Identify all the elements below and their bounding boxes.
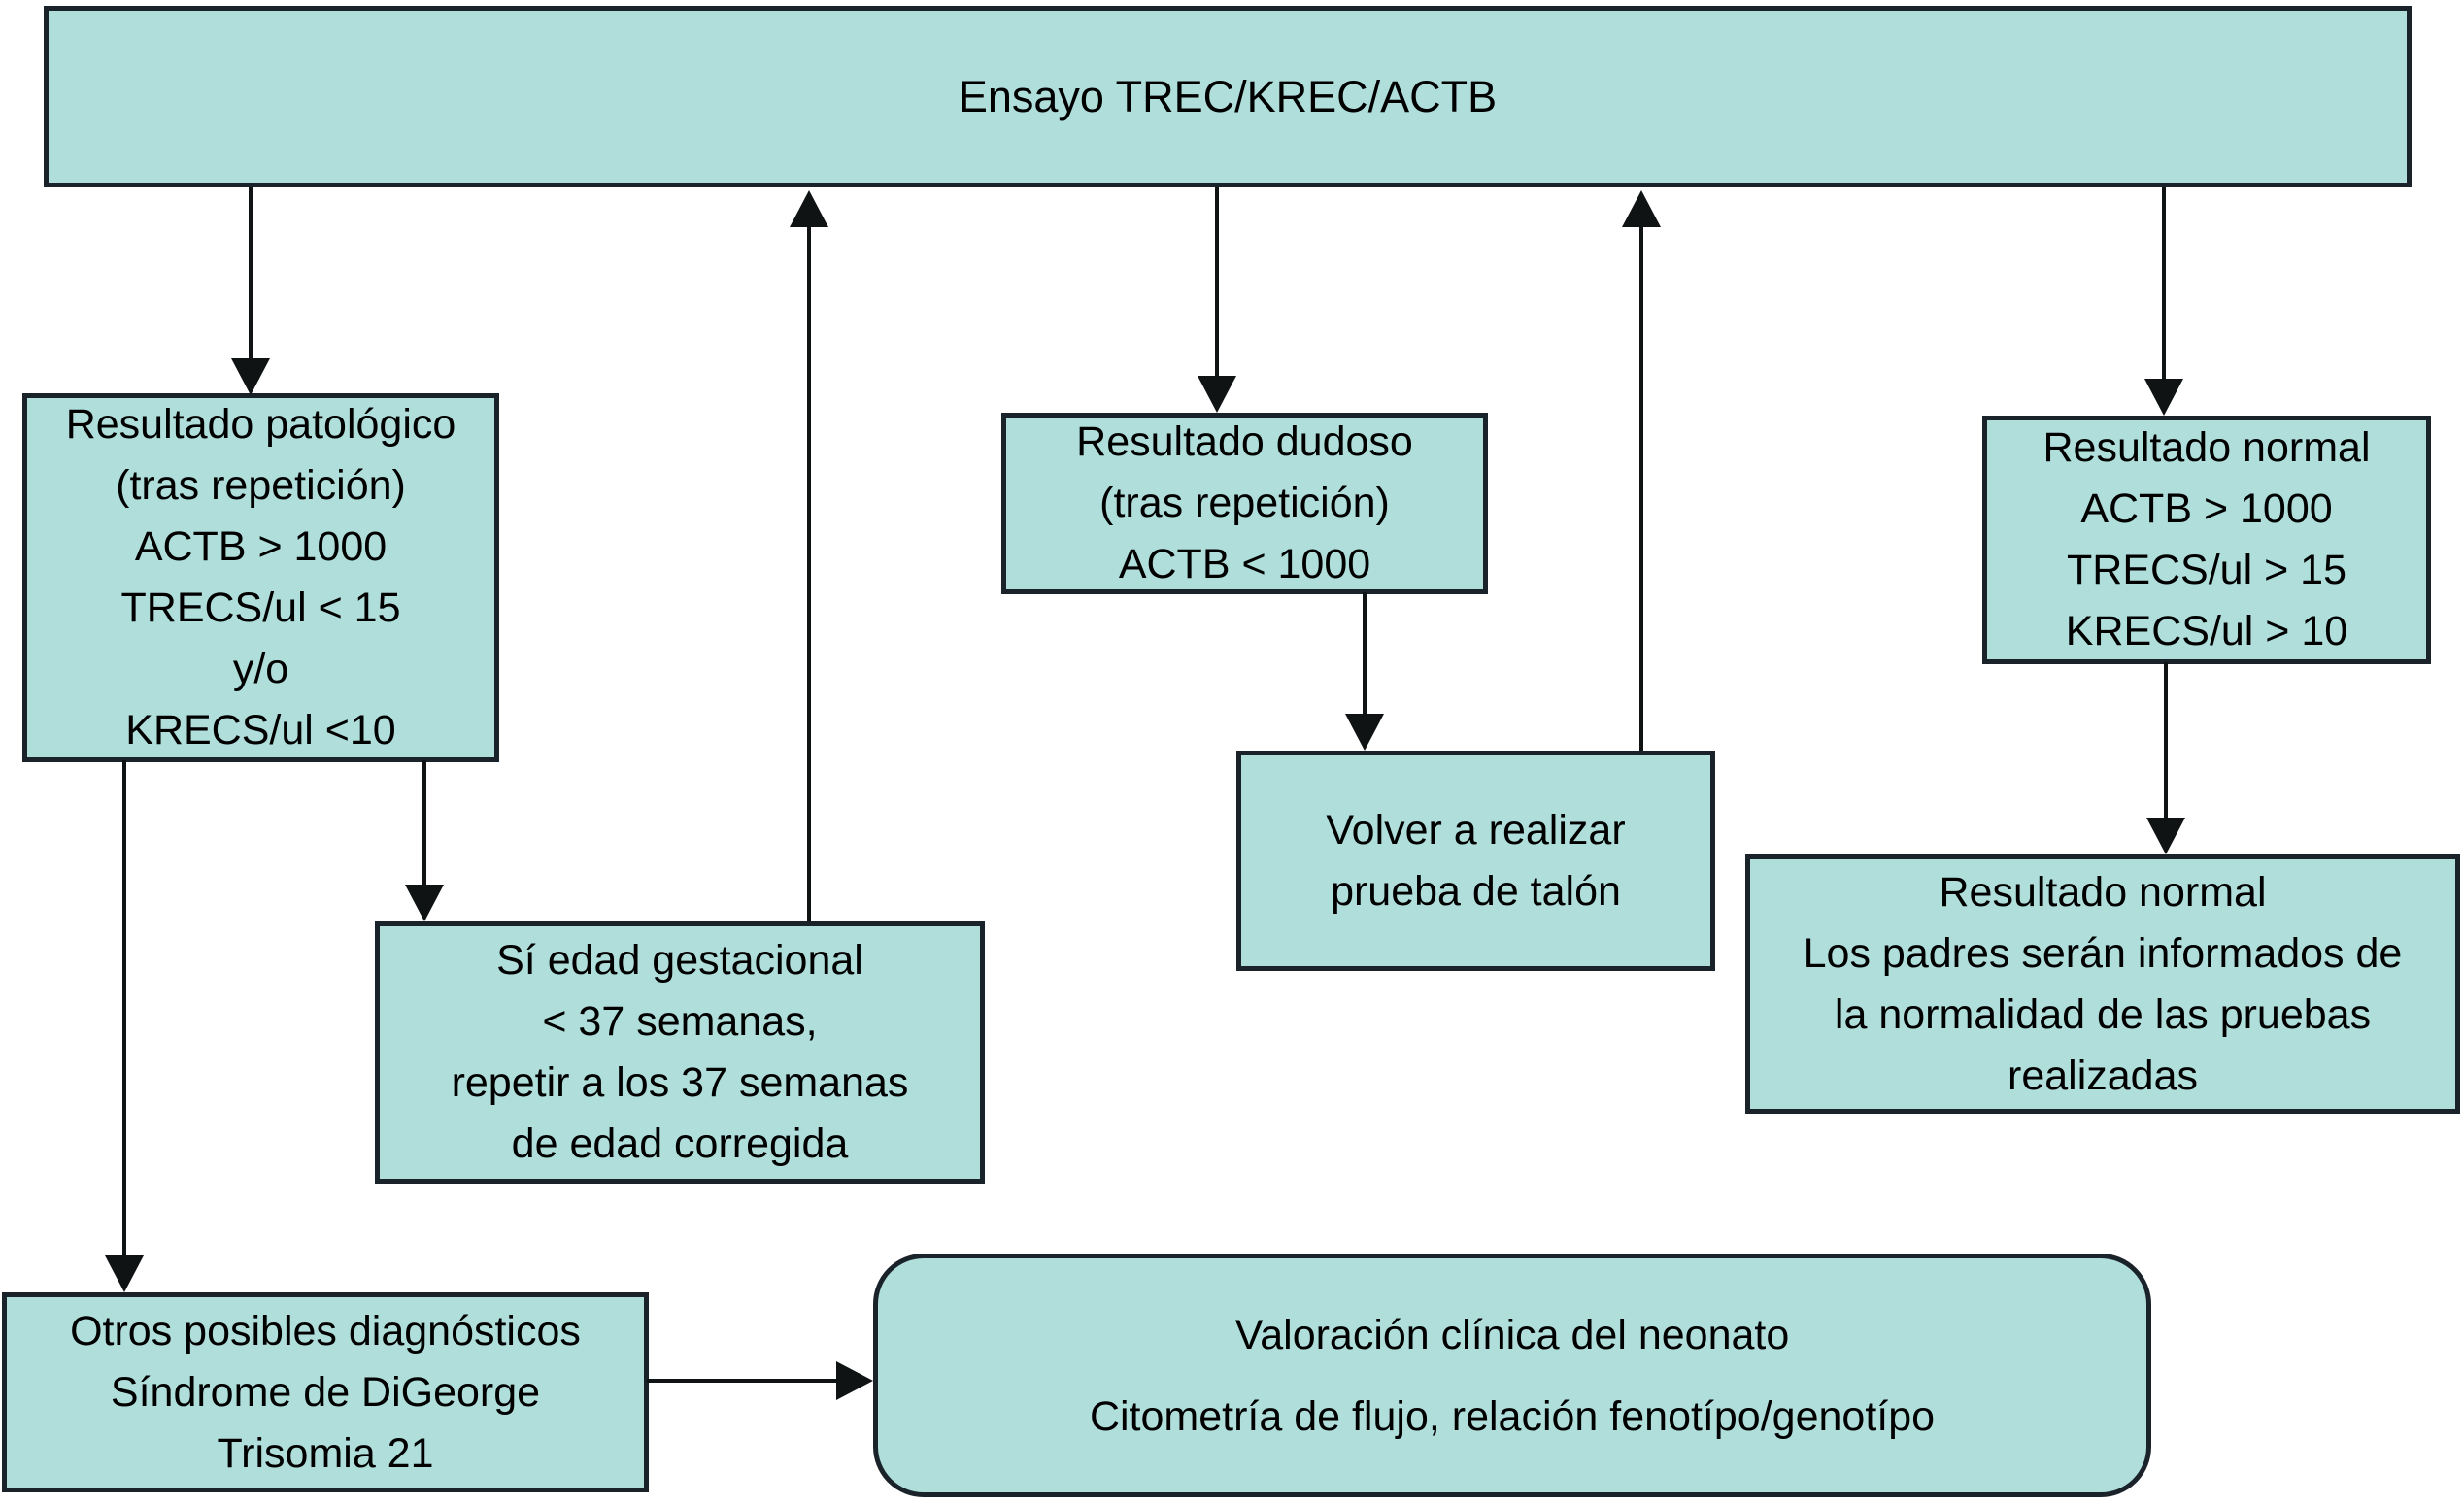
node-text-line: < 37 semanas, bbox=[542, 998, 818, 1045]
arrow-line bbox=[1639, 225, 1643, 751]
node-assay-title: Ensayo TREC/KREC/ACTB bbox=[44, 6, 2412, 187]
node-text-line: (tras repetición) bbox=[1099, 480, 1390, 526]
node-text-line: Los padres serán informados de bbox=[1803, 929, 2403, 977]
node-text-line: Otros posibles diagnósticos bbox=[70, 1307, 581, 1354]
node-text-line: de edad corregida bbox=[511, 1120, 849, 1167]
node-text-line: Volver a realizar bbox=[1326, 806, 1626, 853]
arrow-down-icon bbox=[231, 358, 270, 395]
arrow-line bbox=[807, 225, 811, 921]
node-text-line: realizadas bbox=[2008, 1052, 2198, 1099]
node-text-line: repetir a los 37 semanas bbox=[451, 1059, 909, 1106]
arrow-line bbox=[1215, 187, 1219, 376]
arrow-down-icon bbox=[2144, 379, 2183, 416]
node-text-line: ACTB < 1000 bbox=[1118, 541, 1371, 587]
node-text-line: Ensayo TREC/KREC/ACTB bbox=[958, 72, 1498, 121]
node-normal-parents-informed: Resultado normal Los padres serán inform… bbox=[1745, 854, 2460, 1114]
node-text-line: Resultado patológico bbox=[65, 401, 456, 448]
node-gestational-age: Sí edad gestacional < 37 semanas, repeti… bbox=[375, 921, 985, 1184]
node-text-line: TRECS/ul > 15 bbox=[2067, 547, 2346, 593]
arrow-line bbox=[647, 1379, 838, 1383]
node-text-line: Valoración clínica del neonato bbox=[1234, 1311, 1790, 1358]
arrow-line bbox=[122, 760, 126, 1255]
node-text-line: Sí edad gestacional bbox=[496, 937, 863, 984]
arrow-line bbox=[422, 760, 426, 885]
node-text-line: KRECS/ul > 10 bbox=[2065, 608, 2348, 654]
node-text-line: la normalidad de las pruebas bbox=[1834, 990, 2372, 1038]
arrow-down-icon bbox=[405, 885, 444, 921]
arrow-down-icon bbox=[1198, 376, 1236, 413]
node-text-line: (tras repetición) bbox=[116, 462, 406, 509]
arrow-right-icon bbox=[836, 1361, 873, 1400]
node-doubtful-result: Resultado dudoso (tras repetición) ACTB … bbox=[1001, 413, 1488, 594]
arrow-down-icon bbox=[2146, 818, 2185, 854]
node-text-line: Resultado dudoso bbox=[1076, 418, 1413, 465]
node-repeat-heel-test: Volver a realizar prueba de talón bbox=[1236, 751, 1715, 971]
node-text-line: Trisomia 21 bbox=[217, 1429, 434, 1477]
node-text-line: TRECS/ul < 15 bbox=[120, 585, 401, 631]
node-text-line: prueba de talón bbox=[1331, 867, 1621, 915]
node-text-line: Resultado normal bbox=[1939, 868, 2267, 916]
node-normal-result: Resultado normal ACTB > 1000 TRECS/ul > … bbox=[1982, 416, 2431, 664]
arrow-up-icon bbox=[1622, 190, 1661, 227]
arrow-line bbox=[2164, 662, 2168, 818]
arrow-up-icon bbox=[790, 190, 828, 227]
node-text-line: KRECS/ul <10 bbox=[125, 707, 396, 753]
node-text-line: Citometría de flujo, relación fenotípo/g… bbox=[1089, 1392, 1936, 1440]
node-text-line: ACTB > 1000 bbox=[2080, 485, 2333, 532]
node-text-line: Resultado normal bbox=[2042, 424, 2371, 471]
node-pathological-result: Resultado patológico (tras repetición) A… bbox=[22, 393, 499, 762]
node-text-line: y/o bbox=[232, 646, 289, 692]
node-text-line: Síndrome de DiGeorge bbox=[110, 1368, 541, 1416]
arrow-line bbox=[249, 187, 253, 358]
node-text-line: ACTB > 1000 bbox=[134, 523, 388, 570]
arrow-line bbox=[1363, 592, 1367, 714]
arrow-down-icon bbox=[105, 1255, 144, 1292]
node-other-diagnoses: Otros posibles diagnósticos Síndrome de … bbox=[2, 1292, 649, 1492]
node-clinical-evaluation: Valoración clínica del neonato Citometrí… bbox=[873, 1254, 2151, 1497]
arrow-down-icon bbox=[1345, 714, 1384, 751]
arrow-line bbox=[2162, 187, 2166, 379]
